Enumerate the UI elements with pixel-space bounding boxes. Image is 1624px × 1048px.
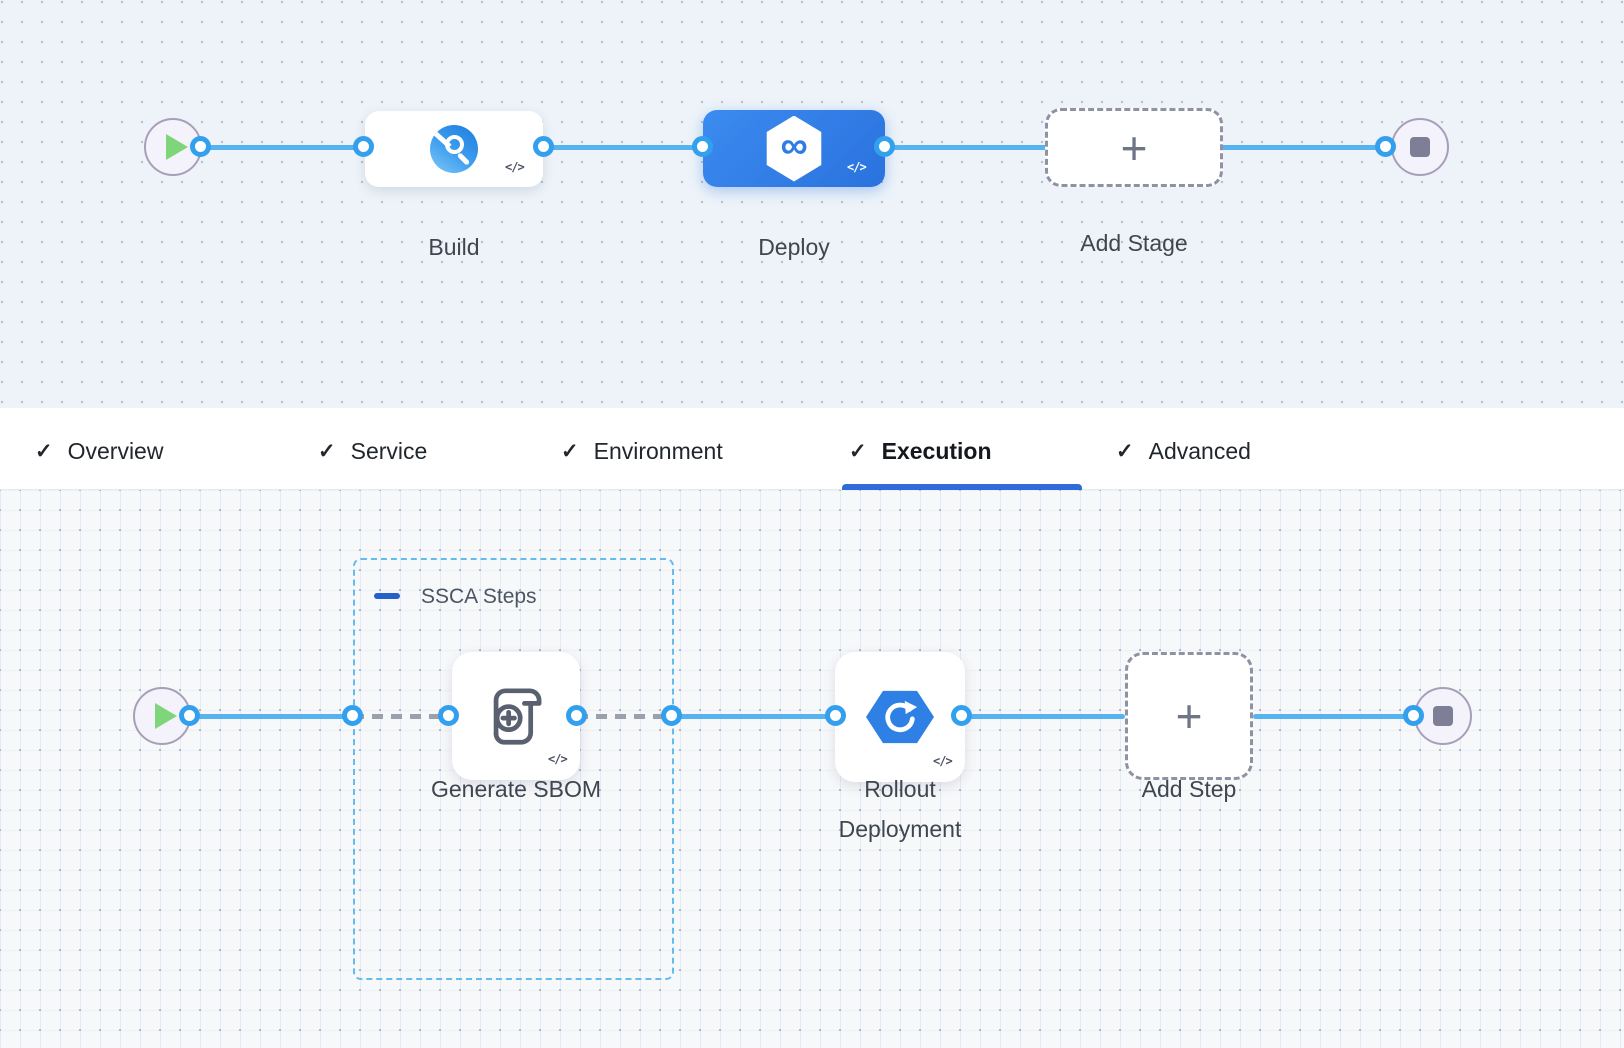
connector-dot — [179, 705, 200, 726]
tab-label: Advanced — [1148, 437, 1251, 464]
check-icon: ✓ — [35, 439, 53, 463]
add-step-node[interactable]: + — [1125, 652, 1253, 780]
stage-node-deploy[interactable]: ∞ </> — [703, 110, 885, 187]
tab-label: Overview — [67, 437, 164, 464]
step-group-label: SSCA Steps — [421, 585, 537, 608]
play-icon — [154, 703, 177, 729]
check-icon: ✓ — [849, 439, 867, 463]
code-toggle-icon[interactable]: </> — [505, 160, 525, 174]
connector-dot — [692, 136, 713, 157]
tab-label: Environment — [593, 437, 723, 464]
code-toggle-icon[interactable]: </> — [933, 754, 953, 768]
connector-dot — [661, 705, 682, 726]
stop-icon — [1433, 706, 1453, 726]
collapse-group-icon[interactable] — [374, 593, 400, 599]
stop-icon — [1410, 137, 1430, 157]
execution-end-node — [1414, 687, 1472, 745]
pipeline-end-node — [1391, 118, 1449, 176]
tab-advanced[interactable]: ✓ Advanced — [1116, 436, 1251, 466]
connector-dot — [1403, 705, 1424, 726]
connector-line — [196, 145, 368, 150]
code-toggle-icon[interactable]: </> — [548, 752, 568, 766]
connector-dot — [1375, 136, 1396, 157]
step-node-rollout-deployment[interactable]: </> — [835, 652, 965, 782]
step-node-generate-sbom[interactable]: </> — [452, 652, 580, 780]
connector-line — [1253, 714, 1414, 719]
check-icon: ✓ — [561, 439, 579, 463]
active-tab-underline — [842, 484, 1082, 490]
add-stage-node[interactable]: + — [1045, 108, 1223, 187]
tab-overview[interactable]: ✓ Overview — [35, 436, 163, 466]
execution-canvas — [0, 490, 1624, 1048]
connector-dot — [533, 136, 554, 157]
tab-service[interactable]: ✓ Service — [318, 436, 427, 466]
code-toggle-icon[interactable]: </> — [847, 160, 867, 174]
connector-dot — [874, 136, 895, 157]
connector-dot — [353, 136, 374, 157]
connector-line — [1219, 145, 1390, 150]
connector-dot — [951, 705, 972, 726]
step-label-generate-sbom: Generate SBOM — [430, 776, 602, 802]
stage-label-deploy: Deploy — [758, 234, 830, 260]
stage-canvas: </> Build ∞ </> Deploy + Add Stage — [0, 0, 1624, 408]
cd-hexagon-icon: ∞ — [766, 115, 822, 182]
tab-environment[interactable]: ✓ Environment — [561, 436, 723, 466]
connector-line — [672, 714, 836, 719]
tab-execution[interactable]: ✓ Execution — [849, 436, 992, 466]
plus-icon: + — [1175, 690, 1203, 742]
connector-dot — [438, 705, 459, 726]
stage-label-build: Build — [428, 234, 480, 260]
tab-label: Service — [350, 437, 428, 464]
connector-line — [190, 714, 353, 719]
add-stage-label: Add Stage — [1080, 230, 1188, 256]
add-step-label: Add Step — [1141, 776, 1237, 802]
ci-build-icon — [430, 125, 478, 173]
connector-line-dashed — [577, 714, 672, 719]
sbom-scroll-icon — [493, 688, 542, 745]
rollout-icon — [866, 690, 934, 744]
play-icon — [165, 134, 188, 160]
check-icon: ✓ — [318, 439, 336, 463]
connector-line-dashed — [353, 714, 449, 719]
connector-dot — [566, 705, 587, 726]
connector-line — [881, 145, 1049, 150]
connector-dot — [190, 136, 211, 157]
connector-line — [962, 714, 1125, 719]
infinity-icon: ∞ — [780, 125, 808, 167]
tab-label: Execution — [881, 437, 992, 464]
connector-dot — [342, 705, 363, 726]
connector-dot — [825, 705, 846, 726]
check-icon: ✓ — [1116, 439, 1134, 463]
step-label-rollout-deployment: Rollout Deployment — [838, 776, 962, 842]
connector-line — [540, 145, 707, 150]
step-group-ssca[interactable] — [353, 558, 674, 980]
stage-config-tab-bar — [0, 408, 1624, 490]
stage-node-build[interactable]: </> — [365, 111, 543, 187]
plus-icon: + — [1120, 121, 1148, 174]
